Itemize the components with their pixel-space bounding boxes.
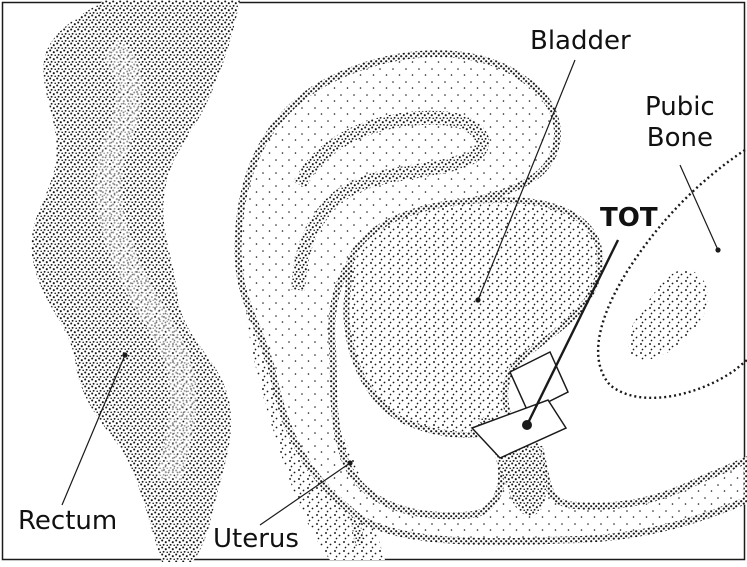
pubic-label-line2: Bone xyxy=(645,123,715,154)
rectum-label: Rectum xyxy=(18,508,117,534)
rectum-dot xyxy=(122,352,127,357)
pubic-leader xyxy=(680,165,718,250)
pubic-label-line1: Pubic xyxy=(645,92,715,123)
pubic-bone-label: Pubic Bone xyxy=(645,92,715,154)
uterus-dot xyxy=(347,460,352,465)
pubic-bone-marrow xyxy=(628,269,708,360)
tot-label: TOT xyxy=(600,205,658,231)
bladder-label: Bladder xyxy=(530,28,631,54)
uterus-label: Uterus xyxy=(213,526,299,552)
pubic-dot xyxy=(715,247,720,252)
bladder-dot xyxy=(475,297,480,302)
bladder-shape xyxy=(346,200,600,435)
tot-dot xyxy=(522,420,532,430)
